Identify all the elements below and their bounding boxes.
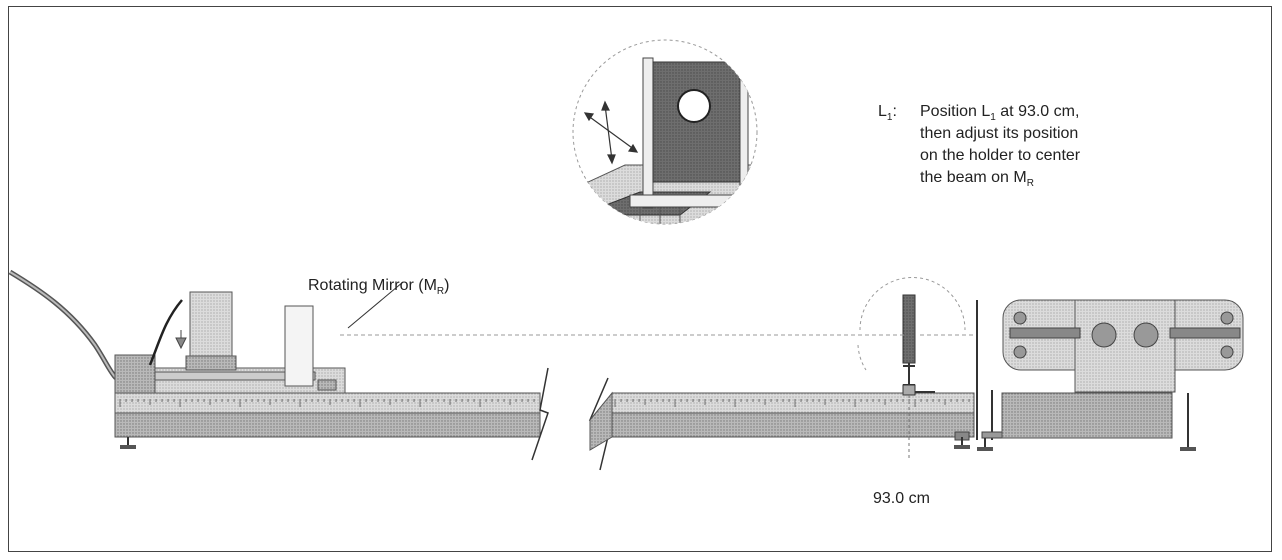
- carriage-closeup: [1002, 299, 1244, 393]
- rail-scale-left: [119, 399, 535, 407]
- rail-scale-right: [614, 399, 970, 407]
- instruction-line-3: on the holder to center: [920, 147, 1081, 164]
- instruction-key: L1:: [878, 103, 897, 123]
- lens-magnified-inset: [572, 39, 758, 225]
- instruction-line-2: then adjust its position: [920, 125, 1079, 142]
- rail-break-left: [531, 367, 549, 461]
- diagram-frame: [8, 6, 1272, 552]
- cable: [8, 269, 118, 380]
- position-label: 93.0 cm: [873, 490, 930, 507]
- rotating-mirror-leader: [347, 281, 404, 329]
- rotating-mirror-assembly: [114, 291, 346, 394]
- rotating-mirror-label: Rotating Mirror (MR): [308, 277, 450, 297]
- left-optical-rail: [114, 392, 541, 449]
- right-optical-rail: [611, 392, 975, 449]
- instruction-line-1: Position L1 at 93.0 cm,: [920, 103, 1080, 123]
- instruction-line-4: the beam on MR: [920, 169, 1034, 189]
- rail-end-stand: [976, 300, 1196, 451]
- lens-holder-l1: [902, 294, 935, 396]
- adjust-arrows-icon: [583, 100, 639, 165]
